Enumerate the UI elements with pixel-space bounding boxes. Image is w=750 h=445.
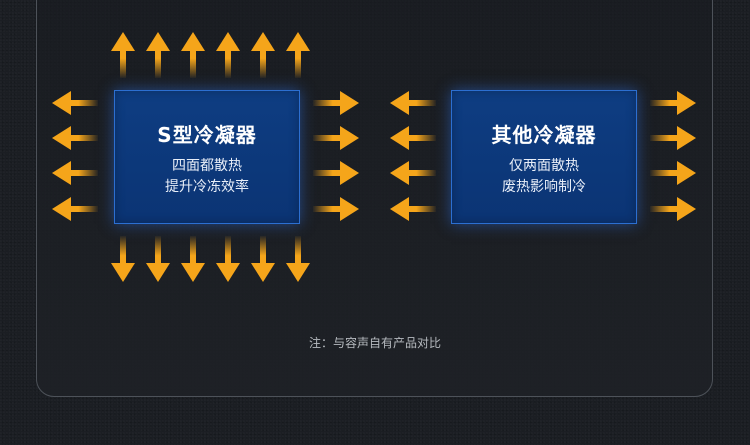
footnote: 注：与容声自有产品对比 xyxy=(308,336,441,350)
other-condenser-title: 其他冷凝器 xyxy=(491,123,597,147)
arrow-down-icon xyxy=(286,236,310,282)
arrow-right-icon xyxy=(313,197,359,221)
arrow-right-icon xyxy=(313,91,359,115)
other-condenser-description: 仅两面散热 废热影响制冷 xyxy=(452,156,636,198)
other-condenser-box: 其他冷凝器 仅两面散热 废热影响制冷 xyxy=(451,90,637,224)
s-condenser-line2: 提升冷冻效率 xyxy=(165,179,249,195)
arrow-left-icon xyxy=(52,126,98,150)
arrow-left-icon xyxy=(52,161,98,185)
arrow-right-icon xyxy=(313,126,359,150)
arrow-right-icon xyxy=(650,197,696,221)
arrow-up-icon xyxy=(146,32,170,78)
arrow-left-icon xyxy=(390,197,436,221)
arrow-left-icon xyxy=(52,91,98,115)
other-condenser-line1: 仅两面散热 xyxy=(509,158,579,174)
s-condenser-description: 四面都散热 提升冷冻效率 xyxy=(115,156,299,198)
arrow-right-icon xyxy=(650,161,696,185)
arrow-left-icon xyxy=(390,126,436,150)
s-condenser-title: S型冷凝器 xyxy=(157,123,257,147)
arrow-up-icon xyxy=(181,32,205,78)
arrow-right-icon xyxy=(650,126,696,150)
arrow-left-icon xyxy=(390,161,436,185)
s-condenser-box: S型冷凝器 四面都散热 提升冷冻效率 xyxy=(114,90,300,224)
arrow-down-icon xyxy=(181,236,205,282)
arrow-down-icon xyxy=(111,236,135,282)
arrow-down-icon xyxy=(146,236,170,282)
arrow-left-icon xyxy=(390,91,436,115)
arrow-up-icon xyxy=(216,32,240,78)
arrow-up-icon xyxy=(111,32,135,78)
arrow-left-icon xyxy=(52,197,98,221)
arrow-up-icon xyxy=(251,32,275,78)
arrow-up-icon xyxy=(286,32,310,78)
s-condenser-line1: 四面都散热 xyxy=(172,158,242,174)
arrow-down-icon xyxy=(251,236,275,282)
other-condenser-line2: 废热影响制冷 xyxy=(502,179,586,195)
arrow-right-icon xyxy=(313,161,359,185)
arrow-down-icon xyxy=(216,236,240,282)
arrow-right-icon xyxy=(650,91,696,115)
